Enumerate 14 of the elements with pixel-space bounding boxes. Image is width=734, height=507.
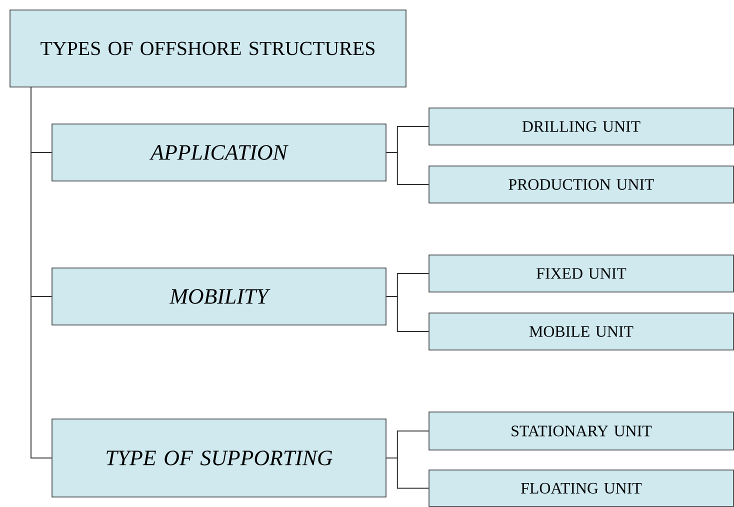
connector-line (30, 86, 52, 458)
unit-box: FIXED UNIT (428, 254, 734, 292)
unit-box: STATIONARY UNIT (428, 412, 734, 450)
category-box: APPLICATION (52, 124, 386, 182)
unit-box: PRODUCTION UNIT (428, 166, 734, 204)
category-box: MOBILITY (52, 268, 386, 326)
unit-box: DRILLING UNIT (428, 108, 734, 146)
title-box: TYPES OF OFFSHORE STRUCTURES (10, 10, 406, 88)
connector-line (386, 296, 430, 332)
unit-box: MOBILE UNIT (428, 312, 734, 350)
unit-box: FLOATING UNIT (428, 470, 734, 507)
connector-line (386, 458, 430, 489)
connector-line (386, 152, 430, 185)
category-box: TYPE OF SUPPORTING (52, 418, 386, 498)
